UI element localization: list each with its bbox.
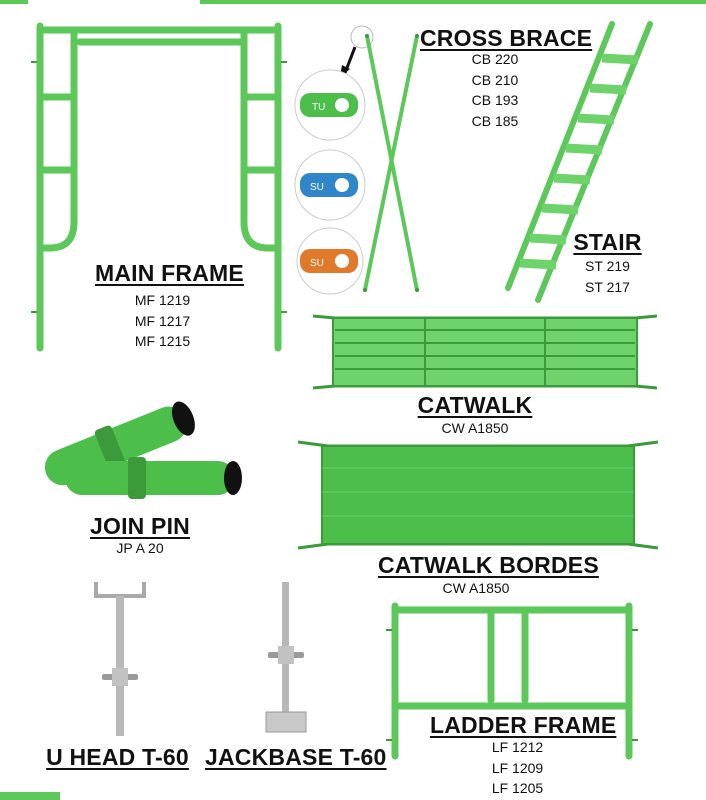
clamp-tag-text: SU <box>310 258 324 269</box>
cross-brace-code: CB 185 <box>471 112 519 129</box>
join-pin-image <box>44 401 242 499</box>
top-accent-bar <box>0 0 28 4</box>
cross-brace-clamp-details: TU SU SU <box>294 25 374 295</box>
stair-codes: ST 219 ST 217 <box>570 256 645 297</box>
cross-brace-code: CB 193 <box>471 92 519 108</box>
catwalk-title: CATWALK <box>417 392 533 418</box>
join-pin-code: JP A 20 <box>116 540 164 556</box>
u-head-title: U HEAD T-60 <box>46 744 189 770</box>
main-frame-code: MF 1219 <box>134 292 191 308</box>
stair-code: ST 219 <box>585 258 630 274</box>
cross-brace-image <box>363 34 419 292</box>
main-frame-codes: MF 1219 MF 1217 MF 1215 <box>95 290 230 352</box>
ladder-frame-code: LF 1205 <box>491 780 544 796</box>
stair-image <box>505 21 653 303</box>
catwalk-code: CW A1850 <box>441 420 509 436</box>
top-accent-bar-right <box>200 0 706 4</box>
cross-brace-code: CB 220 <box>471 51 519 67</box>
join-pin-codes: JP A 20 <box>80 538 200 559</box>
clamp-tag-text: SU <box>310 182 324 193</box>
catwalk-bordes-codes: CW A1850 <box>378 578 574 599</box>
catwalk-bordes-image <box>297 440 659 550</box>
cross-brace-title: CROSS BRACE <box>420 25 593 51</box>
catwalk-image <box>312 314 658 390</box>
catwalk-codes: CW A1850 <box>410 418 540 439</box>
catwalk-bordes-title: CATWALK BORDES <box>378 552 599 578</box>
jackbase-title: JACKBASE T-60 <box>205 744 387 770</box>
ladder-frame-code: LF 1212 <box>491 739 544 755</box>
ladder-frame-image <box>386 602 638 760</box>
ladder-frame-code: LF 1209 <box>491 759 544 776</box>
main-frame-code: MF 1217 <box>134 312 191 329</box>
stair-code: ST 217 <box>585 278 630 295</box>
ladder-frame-title: LADDER FRAME <box>430 712 617 738</box>
main-frame-code: MF 1215 <box>134 333 191 349</box>
bottom-accent-bar <box>0 792 60 800</box>
catwalk-bordes-code: CW A1850 <box>442 580 510 596</box>
cross-brace-code: CB 210 <box>471 71 519 88</box>
main-frame-title: MAIN FRAME <box>95 260 244 286</box>
join-pin-title: JOIN PIN <box>89 513 190 539</box>
clamp-tag-text: TU <box>312 102 325 113</box>
stair-title: STAIR <box>573 229 642 255</box>
ladder-frame-codes: LF 1212 LF 1209 LF 1205 <box>430 737 605 799</box>
jackbase-image <box>265 582 307 733</box>
u-head-image <box>94 582 146 736</box>
main-frame-image <box>31 22 287 352</box>
cross-brace-codes: CB 220 CB 210 CB 193 CB 185 <box>420 49 570 131</box>
